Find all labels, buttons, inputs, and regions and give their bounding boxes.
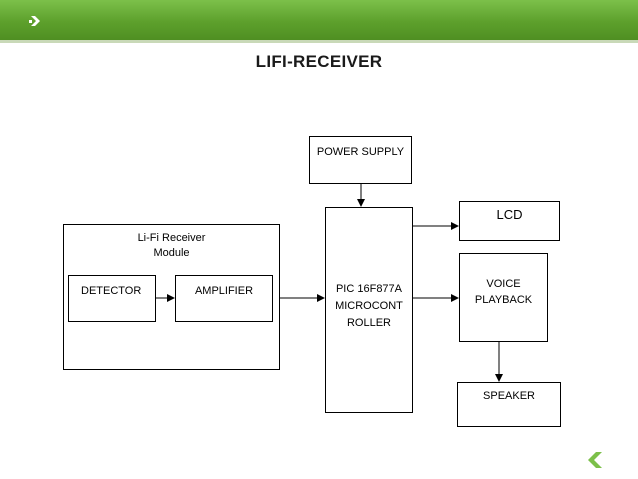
microcontroller-label: PIC 16F877A MICROCONT ROLLER (335, 283, 403, 329)
header-divider (0, 40, 638, 43)
slide-title: LIFI-RECEIVER (255, 52, 383, 71)
detector-box: DETECTOR (68, 275, 156, 322)
power-supply-label: POWER SUPPLY (316, 146, 405, 158)
amplifier-box: AMPLIFIER (175, 275, 273, 322)
lcd-label: LCD (496, 207, 523, 222)
detector-label: DETECTOR (81, 285, 142, 297)
lifi-receiver-module-label: Li-Fi Receiver Module (137, 232, 206, 259)
speaker-label: SPEAKER (483, 390, 535, 402)
voice-playback-label: VOICE PLAYBACK (474, 278, 533, 306)
speaker-box: SPEAKER (457, 382, 561, 427)
voice-playback-box: VOICE PLAYBACK (459, 253, 548, 342)
microcontroller-box: PIC 16F877A MICROCONT ROLLER (325, 207, 413, 413)
chevron-right-icon (29, 16, 40, 26)
amplifier-label: AMPLIFIER (194, 285, 254, 297)
power-supply-box: POWER SUPPLY (309, 136, 412, 184)
lcd-box: LCD (459, 201, 560, 241)
slide-header-bar (0, 0, 638, 40)
chevron-left-icon (588, 452, 602, 468)
